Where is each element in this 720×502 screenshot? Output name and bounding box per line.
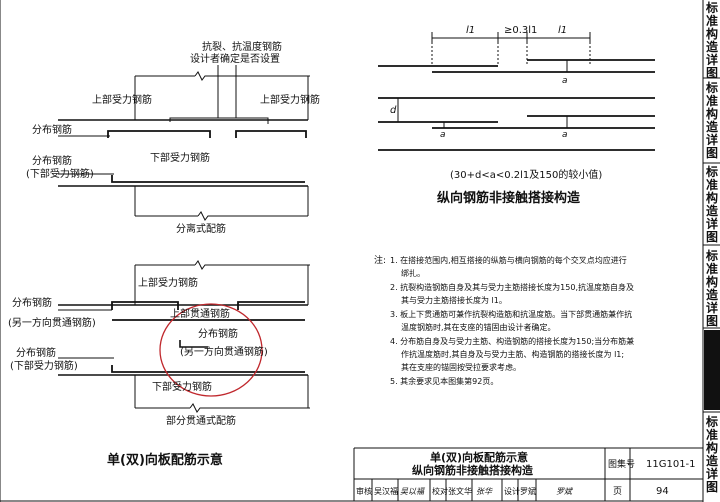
upper-bar-right-label: 上部受力钢筋 (260, 93, 320, 106)
reviewer-name: 吴汉福 (374, 487, 398, 496)
sidebar-tab-4: 标准构造详图 (704, 249, 720, 328)
distribution-bar-left-2-sublabel: (下部受力钢筋) (10, 359, 78, 372)
atlas-number-label: 图集号 (608, 458, 635, 470)
note-line: 2. 抗裂构造钢筋自身及其与受力主筋搭接长度为150,抗温度筋自身及 (390, 282, 634, 292)
note-line: 作抗温度筋时,其自身及与受力主筋、构造钢筋的搭接长度为 l1; (401, 349, 624, 359)
splice-title: 纵向钢筋非接触搭接构造 (437, 190, 581, 206)
checker-name: 张文华 (448, 486, 472, 496)
dim-l1-right: l1 (558, 25, 567, 36)
label-a-1: a (562, 76, 568, 86)
upper-through-bar-label: 上部贯通钢筋 (170, 307, 230, 320)
label-a-3: a (562, 130, 568, 140)
partial-through-caption: 部分贯通式配筋 (166, 414, 236, 427)
note-line: 1. 在搭接范围内,相互搭接的纵筋与横向钢筋的每个交叉点均应进行 (390, 255, 627, 265)
title-line-1: 单(双)向板配筋示意 (430, 450, 528, 464)
upper-bar-label: 上部受力钢筋 (138, 276, 198, 289)
separated-caption: 分离式配筋 (176, 222, 226, 235)
design-label: 设计 (504, 486, 520, 496)
splice-formula: (30+d<a<0.2l1及150的较小值) (450, 168, 602, 181)
lower-bar-label: 下部受力钢筋 (150, 151, 210, 164)
title-block (353, 447, 703, 501)
sidebar-tab-3: 标准构造详图 (704, 165, 720, 244)
sidebar-tab-2: 标准构造详图 (704, 81, 720, 160)
sidebar-tab-1: 标准构造详图 (704, 1, 720, 80)
reviewer-signature: 吴以福 (400, 487, 426, 496)
note-line: 温度钢筋时,其在支座的锚固由设计者确定。 (401, 322, 556, 332)
distribution-bar-label: 分布钢筋 (32, 123, 72, 136)
note-line: 4. 分布筋自身及与受力主筋、构造钢筋的搭接长度为150;当分布筋兼 (390, 336, 634, 346)
label-a-2: a (440, 130, 446, 140)
label-d: d (390, 105, 397, 116)
sidebar-highlight-tab (704, 330, 720, 410)
sidebar-tab-5: 标准构造详图 (704, 416, 720, 500)
lower-bar-label: 下部受力钢筋 (152, 380, 212, 393)
left-figure-title: 单(双)向板配筋示意 (107, 452, 223, 468)
separated-reinforcement-figure (58, 65, 310, 221)
title-line-2: 纵向钢筋非接触搭接构造 (412, 463, 534, 477)
note-line: 其与受力主筋搭接长度为 l1。 (401, 295, 507, 305)
notes-heading: 注: (374, 254, 386, 266)
designer-signature: 罗斌 (556, 487, 573, 496)
atlas-number: 11G101-1 (646, 459, 696, 470)
checker-signature: 张华 (476, 487, 493, 496)
distribution-bar-mid-label: 分布钢筋 (198, 327, 238, 340)
dim-gap: ≥0.3l1 (504, 25, 537, 36)
review-label: 审核 (356, 486, 372, 496)
note-line: 其在支座的锚固按受拉要求考虑。 (401, 362, 521, 372)
page-label: 页 (613, 486, 622, 497)
distribution-bar-2-label: 分布钢筋 (32, 154, 72, 167)
designer-name: 罗斌 (520, 486, 536, 496)
non-contact-splice-figure (378, 32, 655, 151)
note-line: 绑扎。 (401, 268, 425, 278)
check-label: 校对 (432, 486, 448, 496)
note-line: 5. 其余要求见本图集第92页。 (390, 376, 498, 386)
crack-note-line-2: 设计者确定是否设置 (190, 52, 280, 65)
sidebar-tabs (703, 77, 720, 413)
dim-l1-left: l1 (466, 25, 475, 36)
distribution-bar-left-2-label: 分布钢筋 (16, 346, 56, 359)
upper-bar-left-label: 上部受力钢筋 (92, 93, 152, 106)
page-number: 94 (656, 486, 669, 497)
distribution-bar-mid-sublabel: (另一方向贯通钢筋) (180, 345, 268, 358)
distribution-bar-2-sublabel: (下部受力钢筋) (26, 167, 94, 180)
distribution-bar-left-sublabel: (另一方向贯通钢筋) (8, 316, 96, 329)
crack-note-line-1: 抗裂、抗温度钢筋 (202, 40, 282, 53)
distribution-bar-left-label: 分布钢筋 (12, 296, 52, 309)
partial-through-reinforcement-figure (58, 260, 310, 413)
note-line: 3. 板上下贯通筋可兼作抗裂构造筋和抗温度筋。当下部贯通筋兼作抗 (390, 309, 632, 319)
